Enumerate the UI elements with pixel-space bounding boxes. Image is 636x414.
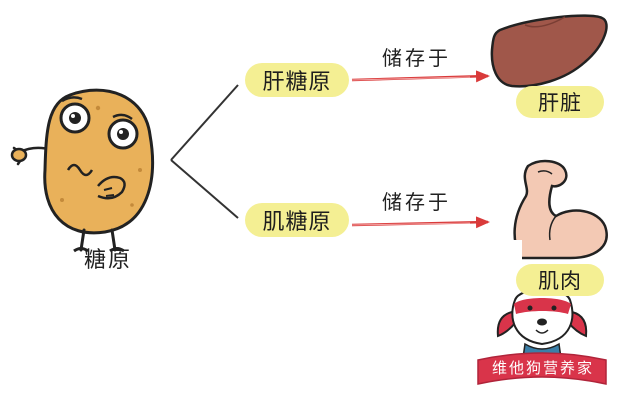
liver-target-pill: 肝脏 — [516, 86, 604, 118]
branch-connector — [170, 84, 239, 219]
muscle-relation-label: 储存于 — [382, 190, 451, 214]
muscle-glycogen-label: 肌糖原 — [262, 210, 332, 235]
bicep-muscle-icon — [510, 159, 608, 260]
dog-mascot-icon — [477, 288, 607, 385]
arrow-to-liver — [351, 70, 490, 83]
liver-glycogen-pill: 肝糖原 — [245, 63, 349, 97]
glycogen-label: 糖原 — [84, 248, 133, 273]
muscle-glycogen-pill: 肌糖原 — [245, 203, 349, 237]
muscle-target-label: 肌肉 — [538, 269, 582, 293]
brand-badge-text: 维他狗营养家 — [492, 359, 595, 377]
liver-target-label: 肝脏 — [538, 91, 582, 115]
arrow-to-muscle — [351, 216, 490, 229]
glycogen-mascot-icon — [10, 88, 154, 253]
liver-glycogen-label: 肝糖原 — [262, 70, 332, 95]
liver-relation-label: 储存于 — [382, 46, 451, 70]
muscle-target-pill: 肌肉 — [516, 264, 604, 296]
liver-icon — [490, 14, 608, 88]
